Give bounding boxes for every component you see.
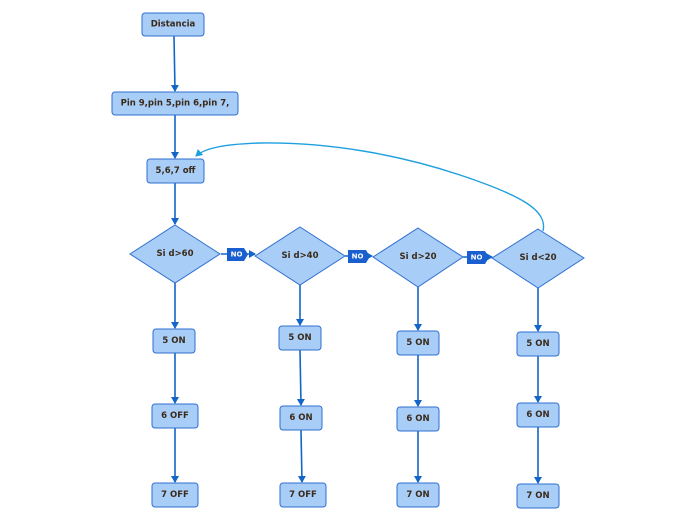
node-b60-6off[interactable]: 6 OFF <box>151 403 199 429</box>
decision-d-gt-40-label: Si d>40 <box>281 251 318 261</box>
node-b20-6on[interactable]: 6 ON <box>396 406 440 432</box>
decision-d-gt-20-label: Si d>20 <box>399 252 436 262</box>
node-b60-7off-label: 7 OFF <box>161 490 189 500</box>
edge-loop-back <box>195 142 545 232</box>
node-distancia-label: Distancia <box>151 20 196 30</box>
decision-d-gt-40[interactable]: Si d>40 <box>254 226 346 286</box>
node-b40-7off[interactable]: 7 OFF <box>279 482 327 508</box>
decision-d-gt-20[interactable]: Si d>20 <box>372 227 464 288</box>
no-badge-a-label: NO <box>231 251 243 259</box>
node-all-off-label: 5,6,7 off <box>156 166 196 176</box>
node-pins-label: Pin 9,pin 5,pin 6,pin 7, <box>121 99 230 109</box>
node-b20-5on[interactable]: 5 ON <box>396 330 440 356</box>
decision-d-lt-20[interactable]: Si d<20 <box>491 228 585 289</box>
node-b60-5on[interactable]: 5 ON <box>152 328 196 354</box>
node-blt20-7on-label: 7 ON <box>526 491 549 501</box>
node-b60-6off-label: 6 OFF <box>161 411 189 421</box>
decision-d-gt-60[interactable]: Si d>60 <box>129 224 221 284</box>
node-b40-7off-label: 7 OFF <box>289 490 317 500</box>
node-distancia[interactable]: Distancia <box>141 12 205 37</box>
no-badge-b-label: NO <box>352 253 364 261</box>
node-b20-7on[interactable]: 7 ON <box>396 482 440 508</box>
edge-distancia-pins <box>170 35 179 92</box>
node-b40-5on-label: 5 ON <box>288 333 311 343</box>
nodes: Distancia Pin 9,pin 5,pin 6,pin 7, 5,6,7… <box>111 12 585 509</box>
node-b20-6on-label: 6 ON <box>406 414 429 424</box>
node-b20-5on-label: 5 ON <box>406 338 429 348</box>
node-blt20-6on-label: 6 ON <box>526 410 549 420</box>
node-blt20-7on[interactable]: 7 ON <box>516 483 560 509</box>
decision-d-lt-20-label: Si d<20 <box>519 253 556 263</box>
node-b40-6on[interactable]: 6 ON <box>279 405 323 431</box>
node-b60-7off[interactable]: 7 OFF <box>151 482 199 508</box>
edge-b40-1-2 <box>296 349 305 406</box>
node-pins[interactable]: Pin 9,pin 5,pin 6,pin 7, <box>111 91 239 116</box>
no-badge-a: NO <box>227 248 248 261</box>
node-blt20-5on-label: 5 ON <box>526 339 549 349</box>
node-blt20-5on[interactable]: 5 ON <box>516 331 560 357</box>
no-badge-c-label: NO <box>471 254 483 262</box>
node-blt20-6on[interactable]: 6 ON <box>516 402 560 428</box>
no-badge-c: NO <box>467 251 489 264</box>
decision-d-gt-60-label: Si d>60 <box>156 249 193 259</box>
edge-b40-2-3 <box>297 429 306 483</box>
no-badges: NO NO NO <box>227 248 489 264</box>
node-b60-5on-label: 5 ON <box>162 336 185 346</box>
node-all-off[interactable]: 5,6,7 off <box>146 158 205 184</box>
node-b40-5on[interactable]: 5 ON <box>278 325 322 351</box>
node-b20-7on-label: 7 ON <box>406 490 429 500</box>
no-badge-b: NO <box>348 250 370 263</box>
node-b40-6on-label: 6 ON <box>289 413 312 423</box>
